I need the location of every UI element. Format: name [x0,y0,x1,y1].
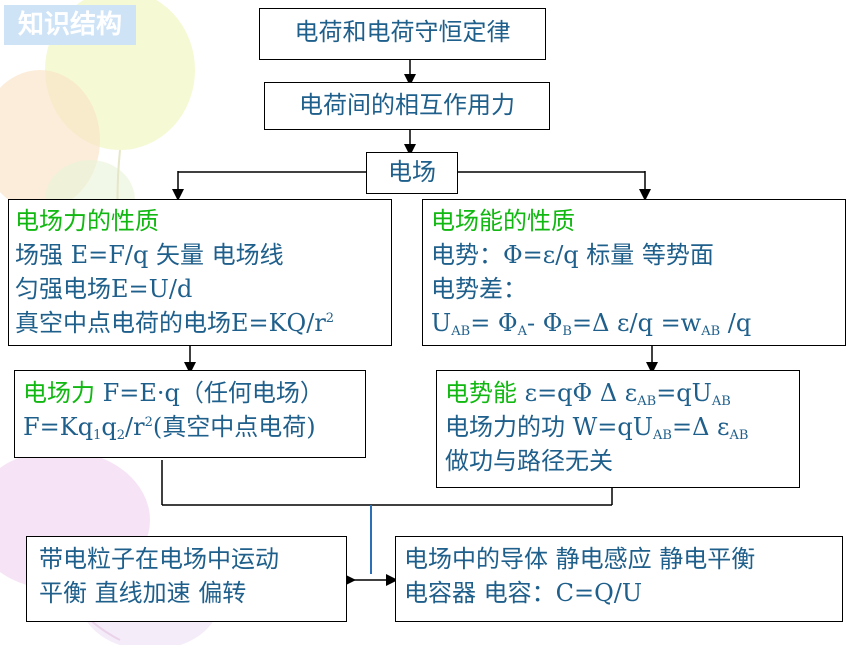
electric-field-box: 电场 [366,152,458,194]
electric-force-box: 电场力 F=E·q（任何电场） F=Kq1q2/r2(真空中点电荷) [14,370,366,458]
charged-particle-line2: 平衡 直线加速 偏转 [39,579,247,607]
section-tag: 知识结构 [4,5,136,45]
potential-energy-line: 电势能 ε=qΦ Δ εAB=qUAB [445,379,731,409]
potential-difference-label: 电势差： [431,275,527,303]
potential-difference-formula: UAB= ΦA- ΦB=Δ ε/q =wAB /q [431,309,752,339]
conductor-capacitor-box: 电场中的导体 静电感应 静电平衡 电容器 电容：C=Q/U [395,536,843,622]
point-charge-field-line: 真空中点电荷的电场E=KQ/r2 [15,309,335,337]
field-strength-line: 场强 E=F/q 矢量 电场线 [15,241,284,269]
field-force-box: 电场力的性质 场强 E=F/q 矢量 电场线 匀强电场E=U/d 真空中点电荷的… [8,199,392,346]
potential-energy-box: 电势能 ε=qΦ Δ εAB=qUAB 电场力的功 W=qUAB=Δ εAB 做… [436,370,800,488]
electric-force-line: 电场力 F=E·q（任何电场） [23,379,324,407]
charged-particle-line1: 带电粒子在电场中运动 [39,545,279,573]
charged-particle-box: 带电粒子在电场中运动 平衡 直线加速 偏转 [26,536,347,622]
field-force-title: 电场力的性质 [15,207,159,235]
capacitor-line: 电容器 电容：C=Q/U [404,579,643,607]
field-work-line: 电场力的功 W=qUAB=Δ εAB [445,413,749,443]
charge-conservation-box: 电荷和电荷守恒定律 [259,8,546,60]
charge-interaction-box: 电荷间的相互作用力 [264,82,550,130]
conductor-line: 电场中的导体 静电感应 静电平衡 [404,545,756,573]
charge-conservation-label: 电荷和电荷守恒定律 [294,18,511,46]
coulomb-law-line: F=Kq1q2/r2(真空中点电荷) [23,413,316,443]
potential-line: 电势：Φ=ε/q 标量 等势面 [431,241,714,269]
charge-interaction-label: 电荷间的相互作用力 [299,91,515,119]
field-energy-title: 电场能的性质 [431,207,575,235]
path-independence-line: 做功与路径无关 [445,447,613,475]
electric-field-label: 电场 [388,158,436,186]
uniform-field-line: 匀强电场E=U/d [15,275,193,303]
field-energy-box: 电场能的性质 电势：Φ=ε/q 标量 等势面 电势差： UAB= ΦA- ΦB=… [422,199,846,346]
